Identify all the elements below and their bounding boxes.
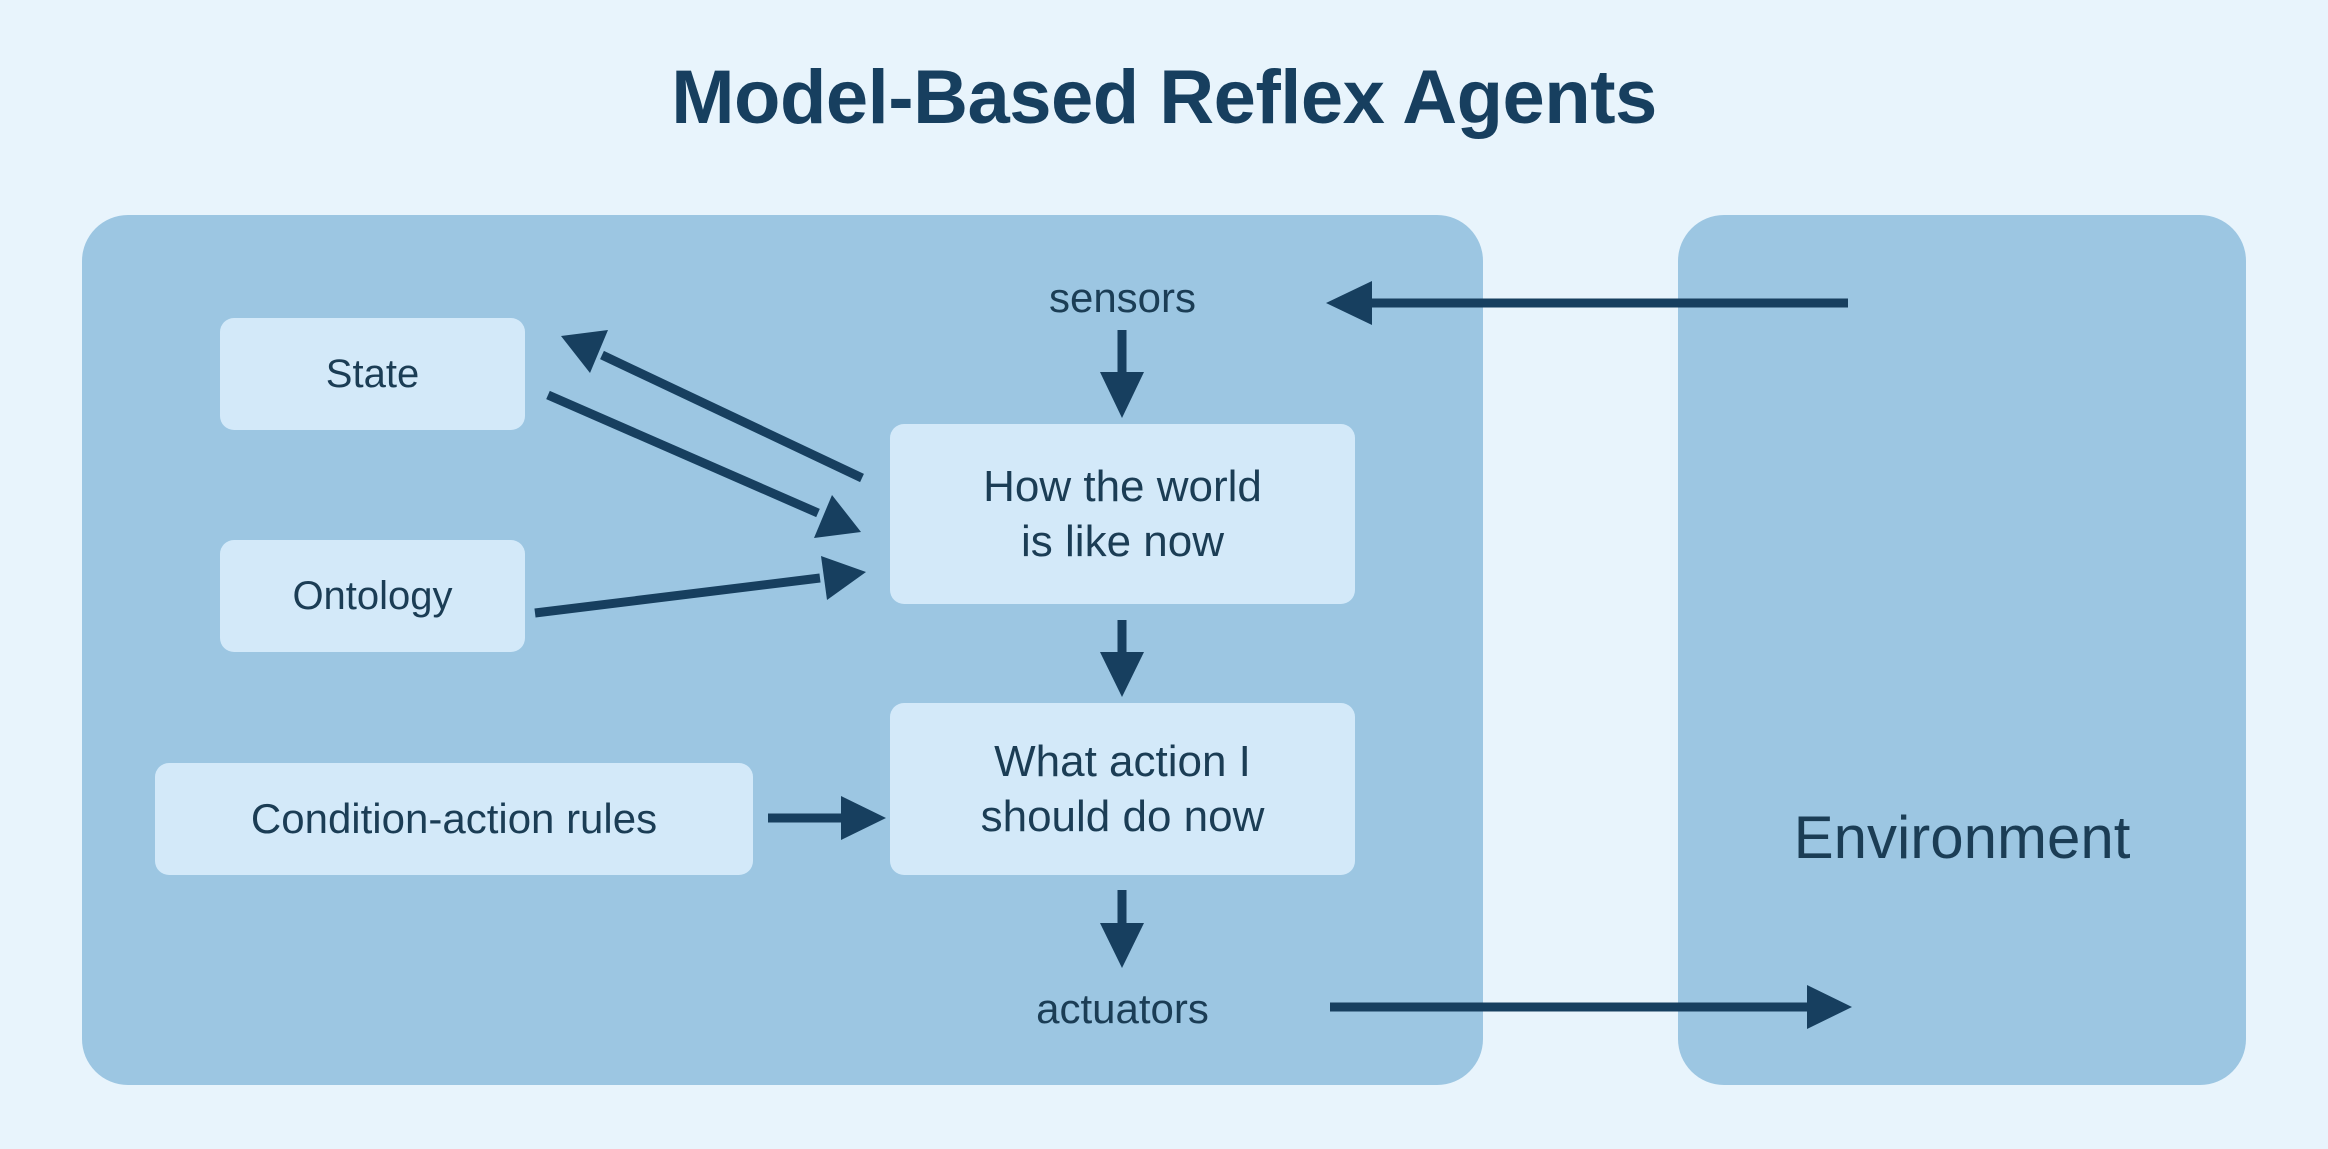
node-world-line-1: How the world	[983, 462, 1262, 511]
label-sensors: sensors	[1048, 274, 1197, 321]
node-what-action-i-should-do-now[interactable]: What action I should do now	[890, 703, 1355, 875]
agent-panel: State Ontology Condition-action rules Ho…	[82, 215, 1483, 1085]
node-condition-action-rules[interactable]: Condition-action rules	[155, 763, 753, 875]
label-actuators: actuators	[1036, 985, 1209, 1032]
node-action-line-1: What action I	[994, 737, 1251, 786]
node-world-line-2: is like now	[1021, 517, 1224, 566]
node-action-line-2: should do now	[980, 792, 1265, 841]
node-ontology[interactable]: Ontology	[220, 540, 525, 652]
node-how-the-world-is-like-now[interactable]: How the world is like now	[890, 424, 1355, 604]
environment-label: Environment	[1793, 804, 2131, 871]
environment-panel: Environment	[1678, 215, 2246, 1085]
page-title: Model-Based Reflex Agents	[671, 55, 1657, 140]
node-state[interactable]: State	[220, 318, 525, 430]
